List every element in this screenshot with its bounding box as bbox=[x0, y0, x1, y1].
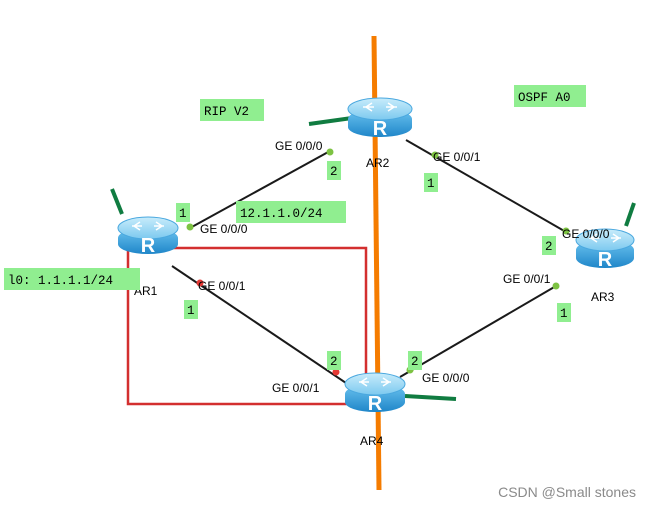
area-tag-rip: RIP V2 bbox=[204, 105, 249, 119]
port-dot-ar3-g001 bbox=[552, 282, 560, 290]
link-number-ar1-ar4-ar1: 1 bbox=[187, 304, 195, 318]
port-dot-ar1-g001 bbox=[196, 279, 204, 287]
loopback-tag-bg bbox=[4, 268, 140, 290]
router-label-ar3: AR3 bbox=[591, 290, 615, 304]
port-dot-ar4-g001 bbox=[332, 368, 340, 376]
router-label-ar2: AR2 bbox=[366, 156, 390, 170]
area-tag-ospf-bg bbox=[514, 85, 586, 107]
highlight-box bbox=[126, 246, 368, 406]
network-tag-bg bbox=[236, 201, 346, 223]
port-label-ar1-g000: GE 0/0/0 bbox=[200, 222, 248, 236]
link-number-ar1-ar2-ar1: 1 bbox=[179, 207, 187, 221]
port-label-ar4-g000: GE 0/0/0 bbox=[422, 371, 470, 385]
link-number-ar1-ar2-ar2: 2 bbox=[330, 165, 338, 179]
loopback-tag: l0: 1.1.1.1/24 bbox=[8, 274, 113, 288]
router-label-ar4: AR4 bbox=[360, 434, 384, 448]
link-num-bg-5 bbox=[184, 300, 198, 319]
link-num-bg-7 bbox=[408, 351, 422, 370]
port-label-ar2-g001: GE 0/0/1 bbox=[433, 150, 481, 164]
port-label-ar3-g000: GE 0/0/0 bbox=[562, 227, 610, 241]
link-num-bg-4 bbox=[542, 236, 556, 255]
area-tag-ospf: OSPF A0 bbox=[518, 91, 571, 105]
link-ar4-ar3 bbox=[399, 285, 557, 378]
link-number-ar2-ar3-ar3: 2 bbox=[545, 240, 553, 254]
link-number-ar4-ar3-ar4: 2 bbox=[411, 355, 419, 369]
accent-line-ar1 bbox=[110, 188, 124, 215]
router-ar2[interactable]: R bbox=[347, 97, 413, 140]
router-glyph-ar2: R bbox=[373, 118, 388, 140]
link-ar1-ar2 bbox=[189, 150, 331, 229]
link-number-ar1-ar4-ar4: 2 bbox=[330, 355, 338, 369]
watermark: CSDN @Small stones bbox=[498, 484, 636, 500]
link-num-bg-1 bbox=[176, 203, 190, 222]
link-num-bg-2 bbox=[327, 161, 341, 180]
port-label-ar4-g001: GE 0/0/1 bbox=[272, 381, 320, 395]
port-label-ar1-g001: GE 0/0/1 bbox=[198, 279, 246, 293]
link-num-bg-8 bbox=[557, 303, 571, 322]
port-label-ar3-g001: GE 0/0/1 bbox=[503, 272, 551, 286]
router-ar4[interactable]: R bbox=[344, 372, 406, 415]
router-glyph-ar3: R bbox=[598, 249, 613, 271]
link-number-ar4-ar3-ar3: 1 bbox=[560, 307, 568, 321]
router-glyph-ar4: R bbox=[368, 393, 383, 415]
accent-line-ar4 bbox=[404, 394, 457, 401]
router-glyph-ar1: R bbox=[141, 235, 156, 257]
router-ar3[interactable]: R bbox=[575, 228, 635, 271]
area-tag-rip-bg bbox=[200, 99, 264, 121]
port-dot-ar1-g000 bbox=[186, 223, 194, 231]
network-tag: 12.1.1.0/24 bbox=[240, 207, 323, 221]
accent-line-ar3 bbox=[624, 202, 636, 227]
port-label-ar2-g000: GE 0/0/0 bbox=[275, 139, 323, 153]
port-dot-ar2-g001 bbox=[431, 151, 439, 159]
link-num-bg-3 bbox=[424, 173, 438, 192]
port-dot-ar2-g000 bbox=[326, 148, 334, 156]
port-dot-ar3-g000 bbox=[562, 227, 570, 235]
router-ar1[interactable]: R bbox=[117, 216, 179, 257]
link-num-bg-6 bbox=[327, 351, 341, 370]
accent-line-ar2 bbox=[308, 116, 353, 126]
link-number-ar2-ar3-ar2: 1 bbox=[427, 177, 435, 191]
